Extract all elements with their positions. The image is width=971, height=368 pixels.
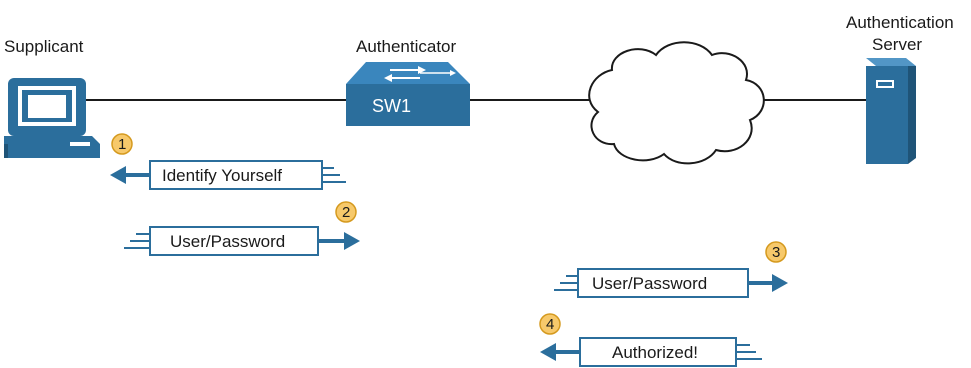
- step-2-number: 2: [342, 204, 350, 221]
- step-2-badge: 2: [335, 201, 357, 223]
- authenticator-label: Authenticator: [356, 37, 457, 56]
- switch-icon: SW1: [346, 62, 470, 126]
- message-2-text: User/Password: [170, 232, 285, 251]
- switch-name: SW1: [372, 96, 411, 116]
- message-4: Authorized!: [540, 337, 762, 367]
- step-1-badge: 1: [111, 133, 133, 155]
- message-3: User/Password: [554, 268, 788, 298]
- supplicant-label: Supplicant: [4, 37, 84, 56]
- step-4-number: 4: [546, 316, 554, 333]
- auth-server-label-line1: Authentication: [846, 13, 954, 32]
- message-3-text: User/Password: [592, 274, 707, 293]
- message-4-text: Authorized!: [612, 343, 698, 362]
- pc-icon: [4, 78, 100, 158]
- step-3-badge: 3: [765, 241, 787, 263]
- step-3-number: 3: [772, 244, 780, 261]
- message-1-text: Identify Yourself: [162, 166, 282, 185]
- message-2: User/Password: [124, 226, 360, 256]
- cloud-icon: [588, 41, 765, 165]
- auth-server-label-line2: Server: [872, 35, 923, 54]
- message-1: Identify Yourself: [110, 160, 346, 190]
- step-1-number: 1: [118, 136, 126, 153]
- step-4-badge: 4: [539, 313, 561, 335]
- server-icon: [866, 58, 916, 164]
